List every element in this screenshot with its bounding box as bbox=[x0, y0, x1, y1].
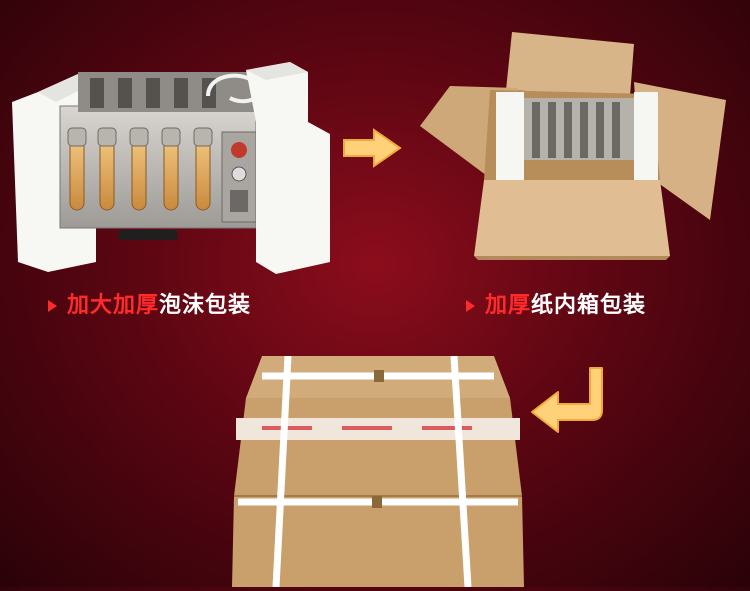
arrow-right-icon bbox=[340, 126, 404, 170]
caption-foam-highlight: 加大加厚 bbox=[67, 293, 160, 318]
caption-foam-rest: 泡沫包装 bbox=[159, 293, 252, 318]
bullet-triangle-icon bbox=[466, 300, 475, 312]
caption-box-rest: 纸内箱包装 bbox=[531, 293, 647, 318]
caption-box-packaging: 加厚纸内箱包装 bbox=[466, 287, 646, 319]
caption-foam-packaging: 加大加厚泡沫包装 bbox=[48, 287, 251, 319]
arrow-hook-left-icon bbox=[528, 366, 608, 436]
foam-packaging-photo bbox=[8, 62, 330, 274]
bullet-triangle-icon bbox=[48, 300, 57, 312]
inner-box-packaging-photo bbox=[420, 30, 730, 260]
sealed-box-photo bbox=[232, 355, 524, 588]
caption-box-highlight: 加厚 bbox=[485, 293, 532, 318]
